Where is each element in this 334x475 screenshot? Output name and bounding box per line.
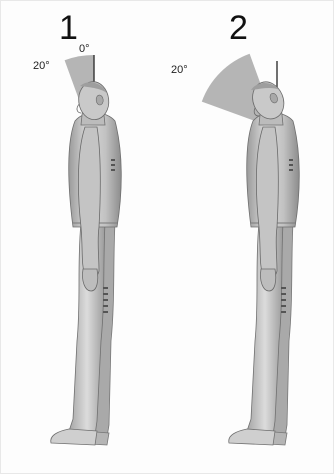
- panel-2: [202, 54, 299, 445]
- angle-label-20-panel-2: 20°: [171, 65, 188, 76]
- panel-number-1: 1: [59, 11, 78, 45]
- angle-label-0-panel-1: 0°: [79, 44, 90, 55]
- panel-number-2: 2: [229, 11, 248, 45]
- standing-figure-panel-2: [229, 77, 300, 445]
- angle-label-20-panel-1: 20°: [33, 61, 50, 72]
- standing-figure-panel-1: [51, 80, 122, 445]
- panel-1: [51, 55, 122, 445]
